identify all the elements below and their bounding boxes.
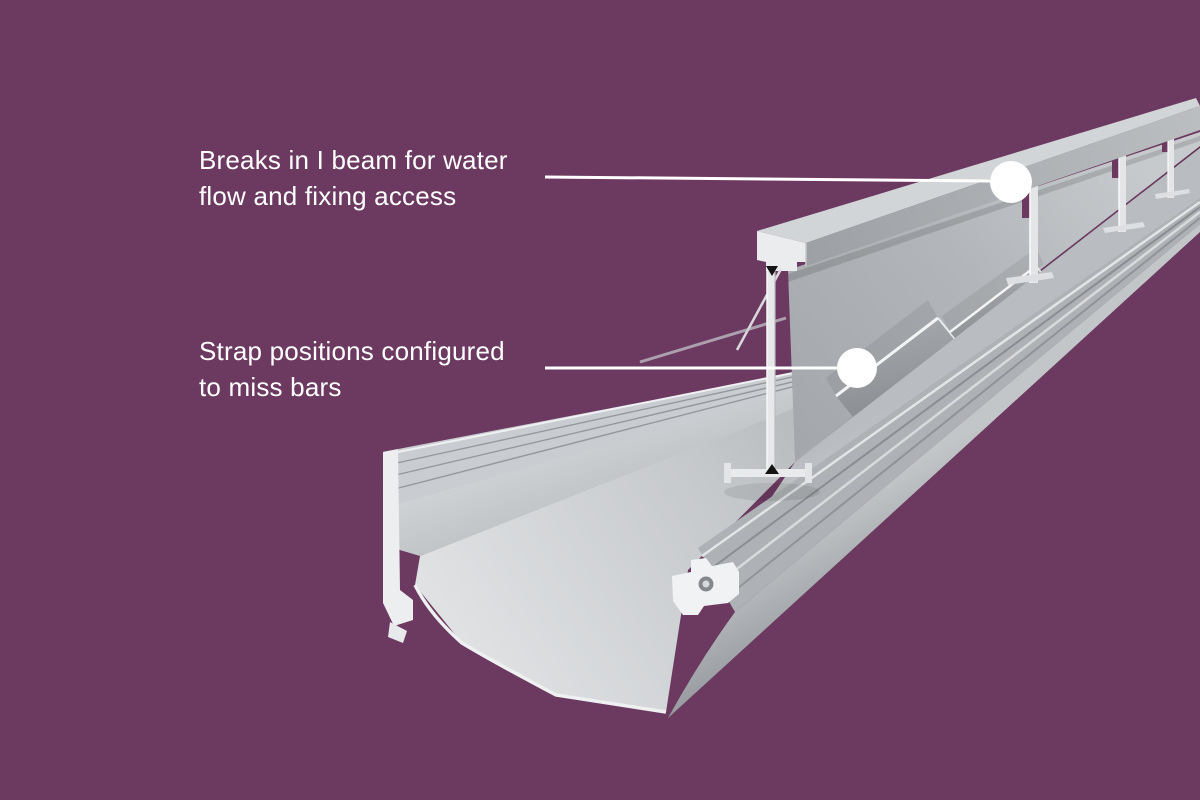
- beam-top-face: [757, 98, 1200, 243]
- bolt-rail: [698, 198, 1200, 612]
- floor-cut-rim: [413, 584, 667, 714]
- annotation-line: Breaks in I beam for water: [199, 145, 508, 175]
- rail-cut-profile: [672, 558, 739, 615]
- web-bottom-mark: [765, 464, 779, 474]
- cut-strap-edge: [639, 316, 787, 364]
- annotation-line: to miss bars: [199, 372, 342, 402]
- web-bar: [1155, 129, 1190, 199]
- annotation-line: flow and fixing access: [199, 181, 457, 211]
- cut-faces: [383, 449, 739, 643]
- marker-dot-breaks: [990, 161, 1032, 203]
- left-wall-cut-profile: [383, 449, 413, 626]
- marker-dot-straps: [837, 348, 877, 388]
- right-outer-skin: [668, 224, 1200, 718]
- web-bar-foot: [1155, 189, 1190, 199]
- web-bar-foot: [1006, 272, 1054, 285]
- annotation-strap-positions: Strap positions configured to miss bars: [199, 333, 505, 405]
- flange-shadow: [724, 483, 820, 501]
- web-bar: [1103, 150, 1145, 233]
- web-top-mark: [766, 266, 778, 276]
- break-slot: [1112, 156, 1119, 178]
- break-slot: [1022, 192, 1030, 218]
- annotation-breaks-in-i-beam: Breaks in I beam for water flow and fixi…: [199, 142, 508, 214]
- leader-line-breaks: [544, 175, 992, 183]
- beam-cut-face: [757, 231, 806, 271]
- beam-underside-shadow: [788, 136, 1200, 282]
- web-bar-foot: [1103, 222, 1145, 233]
- callout-graphics: [544, 161, 1032, 388]
- web-bar: [1006, 184, 1054, 285]
- i-beam-web-bars: [1006, 129, 1190, 285]
- annotation-line: Strap positions configured: [199, 336, 505, 366]
- left-wall-foot-tab: [388, 622, 407, 643]
- break-slot: [1162, 134, 1168, 152]
